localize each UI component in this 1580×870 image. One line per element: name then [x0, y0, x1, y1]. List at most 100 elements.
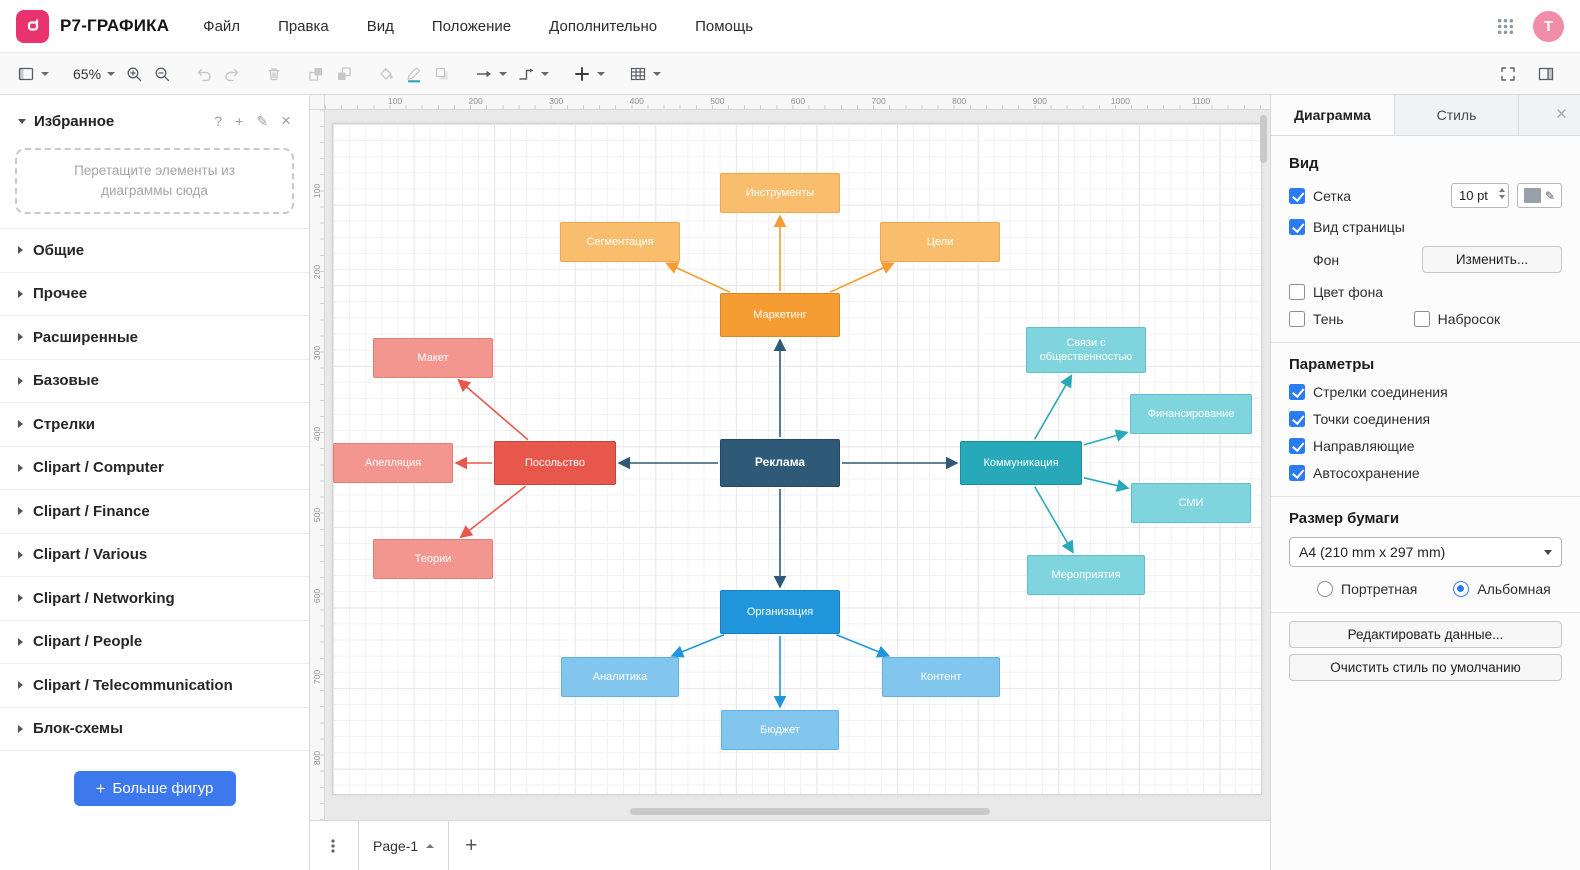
section-clipart-computer[interactable]: Clipart / Computer [0, 445, 309, 490]
section-clipart-telecom[interactable]: Clipart / Telecommunication [0, 663, 309, 707]
horizontal-scrollbar[interactable] [630, 808, 990, 815]
shadow-label: Тень [1313, 311, 1344, 327]
diagram-node-reklama[interactable]: Реклама [720, 439, 840, 487]
menu-arrange[interactable]: Положение [431, 17, 512, 35]
diagram-node-content[interactable]: Контент [882, 657, 1000, 697]
panel-content: Вид Сетка ✎ Вид страницы Фон Изменить...… [1271, 136, 1580, 681]
to-back-button[interactable] [330, 61, 358, 87]
clear-default-style-button[interactable]: Очистить стиль по умолчанию [1289, 654, 1562, 681]
app-logo[interactable] [16, 9, 49, 43]
grid-size-stepper[interactable] [1499, 188, 1505, 199]
section-clipart-networking[interactable]: Clipart / Networking [0, 576, 309, 620]
diagram-node-goals[interactable]: Цели [880, 222, 1000, 262]
landscape-option[interactable]: Альбомная [1453, 581, 1551, 597]
diagram-node-smi[interactable]: СМИ [1131, 483, 1251, 523]
close-favorites-icon[interactable]: × [281, 111, 291, 130]
apps-grid-icon[interactable] [1496, 17, 1515, 36]
line-color-button[interactable] [400, 61, 428, 87]
add-favorite-icon[interactable]: + [235, 113, 244, 129]
portrait-radio[interactable] [1317, 581, 1333, 597]
grid-color-button[interactable]: ✎ [1517, 183, 1562, 208]
diagram-node-pr[interactable]: Связи с общественностью [1026, 327, 1146, 373]
diagram-node-theories[interactable]: Теории [373, 539, 493, 579]
menu-extras[interactable]: Дополнительно [549, 17, 658, 35]
favorites-drop-area[interactable]: Перетащите элементы из диаграммы сюда [15, 148, 294, 214]
redo-button[interactable] [218, 61, 246, 87]
diagram-node-embassy[interactable]: Посольство [494, 441, 616, 485]
diagram-node-analytics[interactable]: Аналитика [561, 657, 679, 697]
tab-diagram[interactable]: Диаграмма [1271, 95, 1395, 135]
delete-button[interactable] [260, 61, 288, 87]
diagram-node-marketing[interactable]: Маркетинг [720, 293, 840, 337]
section-clipart-finance[interactable]: Clipart / Finance [0, 489, 309, 533]
menu-help[interactable]: Помощь [695, 17, 754, 35]
zoom-in-button[interactable] [120, 61, 148, 87]
section-basic[interactable]: Базовые [0, 358, 309, 403]
change-background-button[interactable]: Изменить... [1422, 246, 1562, 273]
landscape-radio[interactable] [1453, 581, 1470, 597]
menu-file[interactable]: Файл [203, 17, 241, 35]
favorites-header[interactable]: Избранное ? + ✎ × [0, 96, 309, 146]
diagram-node-budget[interactable]: Бюджет [721, 710, 839, 750]
connection-arrows-checkbox[interactable] [1289, 384, 1305, 400]
more-shapes-button[interactable]: + Больше фигур [73, 771, 236, 806]
diagram-node-comm[interactable]: Коммуникация [960, 441, 1082, 485]
expand-triangle-icon [18, 420, 23, 429]
diagram-node-finance[interactable]: Финансирование [1130, 394, 1252, 434]
help-icon[interactable]: ? [214, 113, 223, 129]
connection-points-checkbox[interactable] [1289, 411, 1305, 427]
section-clipart-various[interactable]: Clipart / Various [0, 532, 309, 577]
avatar[interactable]: T [1533, 10, 1564, 42]
autosave-checkbox[interactable] [1289, 465, 1305, 481]
diagram-node-org[interactable]: Организация [720, 590, 840, 634]
section-arrows[interactable]: Стрелки [0, 402, 309, 446]
tab-style[interactable]: Стиль [1395, 95, 1519, 135]
portrait-option[interactable]: Портретная [1317, 581, 1417, 597]
add-page-button[interactable]: + [465, 834, 478, 857]
connection-style-button[interactable] [470, 61, 512, 87]
page-tab[interactable]: Page-1 [358, 821, 450, 870]
diagram-node-segment[interactable]: Сегментация [560, 222, 680, 262]
vertical-scrollbar[interactable] [1260, 115, 1267, 163]
section-clipart-people[interactable]: Clipart / People [0, 619, 309, 664]
pages-menu-icon[interactable] [324, 837, 342, 855]
edit-data-button[interactable]: Редактировать данные... [1289, 621, 1562, 648]
fullscreen-button[interactable] [1494, 61, 1522, 87]
shadow-button[interactable] [428, 61, 456, 87]
view-style-button[interactable] [12, 61, 54, 87]
diagram-node-events[interactable]: Мероприятия [1027, 555, 1145, 595]
zoom-out-button[interactable] [148, 61, 176, 87]
edit-favorites-icon[interactable]: ✎ [256, 112, 269, 129]
guides-checkbox[interactable] [1289, 438, 1305, 454]
waypoints-button[interactable] [512, 61, 554, 87]
section-label: Прочее [33, 285, 88, 303]
insert-button[interactable] [568, 61, 610, 87]
diagram-node-tools[interactable]: Инструменты [720, 173, 840, 213]
bg-color-checkbox[interactable] [1289, 284, 1305, 300]
table-button[interactable] [624, 61, 666, 87]
section-label: Базовые [33, 372, 99, 390]
shadow-checkbox[interactable] [1289, 311, 1305, 327]
menu-edit[interactable]: Правка [278, 17, 329, 35]
diagram-node-layout[interactable]: Макет [373, 338, 493, 378]
sketch-checkbox[interactable] [1413, 311, 1430, 327]
paper-size-select[interactable]: A4 (210 mm x 297 mm) [1289, 537, 1562, 567]
section-flowcharts[interactable]: Блок-схемы [0, 706, 309, 751]
collapse-triangle-icon [18, 118, 26, 124]
section-general[interactable]: Общие [0, 228, 309, 272]
section-advanced[interactable]: Расширенные [0, 315, 309, 359]
menu-view[interactable]: Вид [366, 17, 394, 35]
menu-bar: Файл Правка Вид Положение Дополнительно … [203, 18, 753, 35]
page-view-checkbox[interactable] [1289, 219, 1305, 235]
grid-checkbox[interactable] [1289, 187, 1305, 204]
fill-color-button[interactable] [372, 61, 400, 87]
zoom-control[interactable]: 65% [68, 62, 120, 86]
option-row: Точки соединения [1289, 411, 1562, 427]
to-front-button[interactable] [302, 61, 330, 87]
undo-button[interactable] [190, 61, 218, 87]
diagram-node-appeal[interactable]: Апелляция [333, 443, 453, 483]
format-panel-toggle-button[interactable] [1532, 61, 1560, 87]
section-misc[interactable]: Прочее [0, 271, 309, 316]
close-panel-icon[interactable]: × [1555, 104, 1567, 125]
